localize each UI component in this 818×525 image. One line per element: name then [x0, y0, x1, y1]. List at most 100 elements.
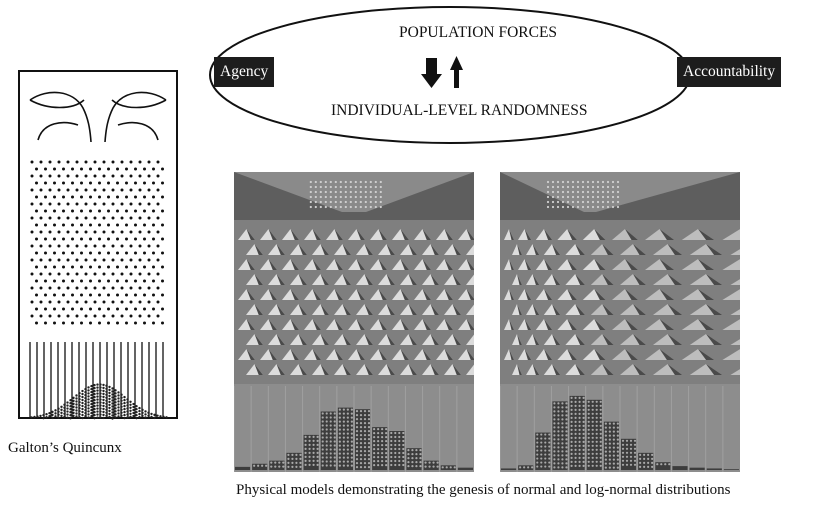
photo-grain	[551, 205, 555, 209]
quincunx-pin	[161, 195, 164, 199]
photo-grain	[316, 455, 319, 458]
photo-grain	[604, 458, 607, 461]
quincunx-ball	[117, 403, 120, 406]
photo-grain	[338, 428, 341, 431]
photo-grain	[608, 438, 611, 441]
quincunx-pin	[57, 202, 61, 206]
photo-grain	[548, 437, 551, 440]
photo-grain	[321, 440, 324, 443]
quincunx-pin	[80, 181, 83, 185]
quincunx-pin	[62, 293, 65, 297]
quincunx-pin	[75, 202, 79, 206]
quincunx-ball	[120, 411, 123, 414]
photo-grain	[611, 180, 615, 184]
photo-grain	[604, 466, 607, 469]
quincunx-pin	[80, 279, 83, 283]
quincunx-ball	[144, 416, 147, 419]
photo-grain	[599, 444, 602, 447]
photo-grain	[664, 463, 667, 466]
photo-grain	[411, 465, 414, 468]
quincunx-ball	[132, 405, 135, 409]
photo-grain	[359, 442, 363, 445]
photo-grain	[616, 200, 620, 204]
quincunx-pin	[35, 181, 38, 185]
photo-grain	[548, 457, 551, 460]
quincunx-pin	[129, 174, 133, 178]
photo-grain	[608, 446, 611, 449]
photo-grain	[540, 461, 543, 464]
photo-grain	[359, 190, 362, 194]
quincunx-ball	[75, 409, 78, 412]
photo-grain	[304, 435, 307, 438]
photo-grain	[612, 458, 615, 461]
quincunx-pin	[98, 279, 101, 283]
photo-grain	[591, 190, 595, 194]
photo-grain	[329, 180, 332, 184]
photo-grain	[599, 404, 602, 407]
quincunx-pin	[39, 300, 43, 304]
photo-grain	[381, 460, 384, 463]
photo-grain	[596, 190, 600, 194]
quincunx-pin	[48, 160, 52, 164]
photo-grain	[553, 434, 556, 437]
photo-grain	[402, 451, 405, 455]
photo-grain	[394, 451, 397, 455]
photo-grain	[354, 195, 357, 199]
quincunx-pin	[111, 244, 115, 248]
photo-peg-shadow	[268, 319, 277, 330]
quincunx-pin	[39, 258, 43, 262]
photo-grain	[586, 185, 590, 189]
photo-grain	[629, 463, 633, 466]
photo-grain	[570, 448, 573, 451]
photo-grain	[359, 205, 362, 209]
photo-grain	[651, 465, 654, 468]
photo-peg-shadow	[706, 244, 723, 255]
photo-peg-shadow	[254, 304, 263, 315]
photo-grain	[578, 428, 581, 431]
photo-grain	[321, 456, 324, 459]
quincunx-pin	[44, 209, 47, 213]
photo-grain	[565, 410, 568, 413]
quincunx-pin	[30, 202, 34, 206]
quincunx-pin	[62, 321, 65, 325]
photo-grain	[595, 456, 598, 459]
photo-grain	[334, 185, 337, 189]
photo-grain	[553, 422, 556, 425]
quincunx-ball	[108, 409, 111, 413]
photo-grain	[581, 180, 585, 184]
quincunx-pin	[89, 195, 92, 199]
photo-peg-shadow	[544, 229, 553, 240]
photo-grain	[608, 430, 611, 433]
photo-grain	[369, 185, 372, 189]
quincunx-ball	[105, 402, 108, 405]
photo-grain	[338, 416, 341, 419]
photo-grain	[402, 463, 405, 467]
photo-grain	[625, 439, 629, 442]
quincunx-pin	[147, 300, 151, 304]
quincunx-pin	[152, 237, 155, 241]
photo-grain	[606, 195, 610, 199]
photo-grain	[553, 410, 556, 413]
photo-grain	[398, 459, 401, 463]
photo-grain	[612, 462, 615, 465]
photo-grain	[578, 448, 581, 451]
photo-grain	[612, 422, 615, 425]
photo-grain	[574, 452, 577, 455]
photo-grain	[309, 195, 312, 199]
quincunx-pin	[89, 237, 92, 241]
photo-grain	[576, 195, 580, 199]
quincunx-pin	[161, 279, 164, 283]
quincunx-pin	[30, 174, 34, 178]
photo-peg-shadow	[254, 274, 263, 285]
photo-grain	[574, 420, 577, 423]
photo-grain	[556, 200, 560, 204]
quincunx-pin	[84, 258, 88, 262]
quincunx-ball	[75, 415, 78, 418]
photo-peg-shadow	[342, 244, 351, 255]
photo-grain	[591, 440, 594, 443]
quincunx-ball	[75, 397, 78, 400]
photo-grain	[324, 195, 327, 199]
quincunx-ball	[87, 416, 90, 419]
photo-grain	[608, 434, 611, 437]
photo-histogram-column	[672, 466, 688, 470]
